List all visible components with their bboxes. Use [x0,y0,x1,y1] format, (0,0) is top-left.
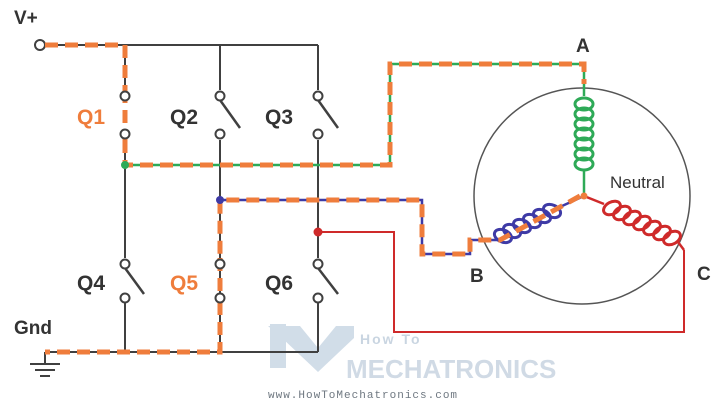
switch-q5 [214,258,226,304]
junction-phase-a [121,161,129,169]
label-ground: Gnd [14,318,52,339]
ground-symbol-icon [30,363,60,377]
junction-phase-c [313,227,323,237]
watermark-line1: How To [360,331,422,347]
coil-c [583,194,685,251]
label-q6: Q6 [265,272,293,295]
switch-q2 [214,90,242,140]
label-neutral: Neutral [610,173,665,192]
label-phase-b: B [470,266,484,287]
label-phase-a: A [576,36,590,57]
neutral-point [580,192,588,200]
junction-phase-b [216,196,224,204]
label-q5: Q5 [170,272,198,295]
label-q4: Q4 [77,272,105,295]
phase-b-wire [220,198,500,256]
watermark-url: www.HowToMechatronics.com [268,390,458,402]
switches [119,90,340,304]
watermark: How To MECHATRONICS www.HowToMechatronic… [268,324,556,402]
switch-q6 [312,258,339,304]
switch-q4 [119,258,146,304]
label-phase-c: C [697,264,711,285]
label-supply: V+ [14,8,38,29]
label-q3: Q3 [265,106,293,129]
phase-c-wire [318,231,685,333]
switch-q1 [119,90,131,140]
label-q2: Q2 [170,106,198,129]
inverter-wiring [44,44,319,364]
switch-q3 [312,90,340,140]
watermark-line2: MECHATRONICS [346,354,556,384]
motor-housing [473,87,691,305]
supply-terminal-icon [34,39,46,51]
coil-a [573,86,595,196]
watermark-logo-icon [268,324,354,372]
label-q1: Q1 [77,106,105,129]
